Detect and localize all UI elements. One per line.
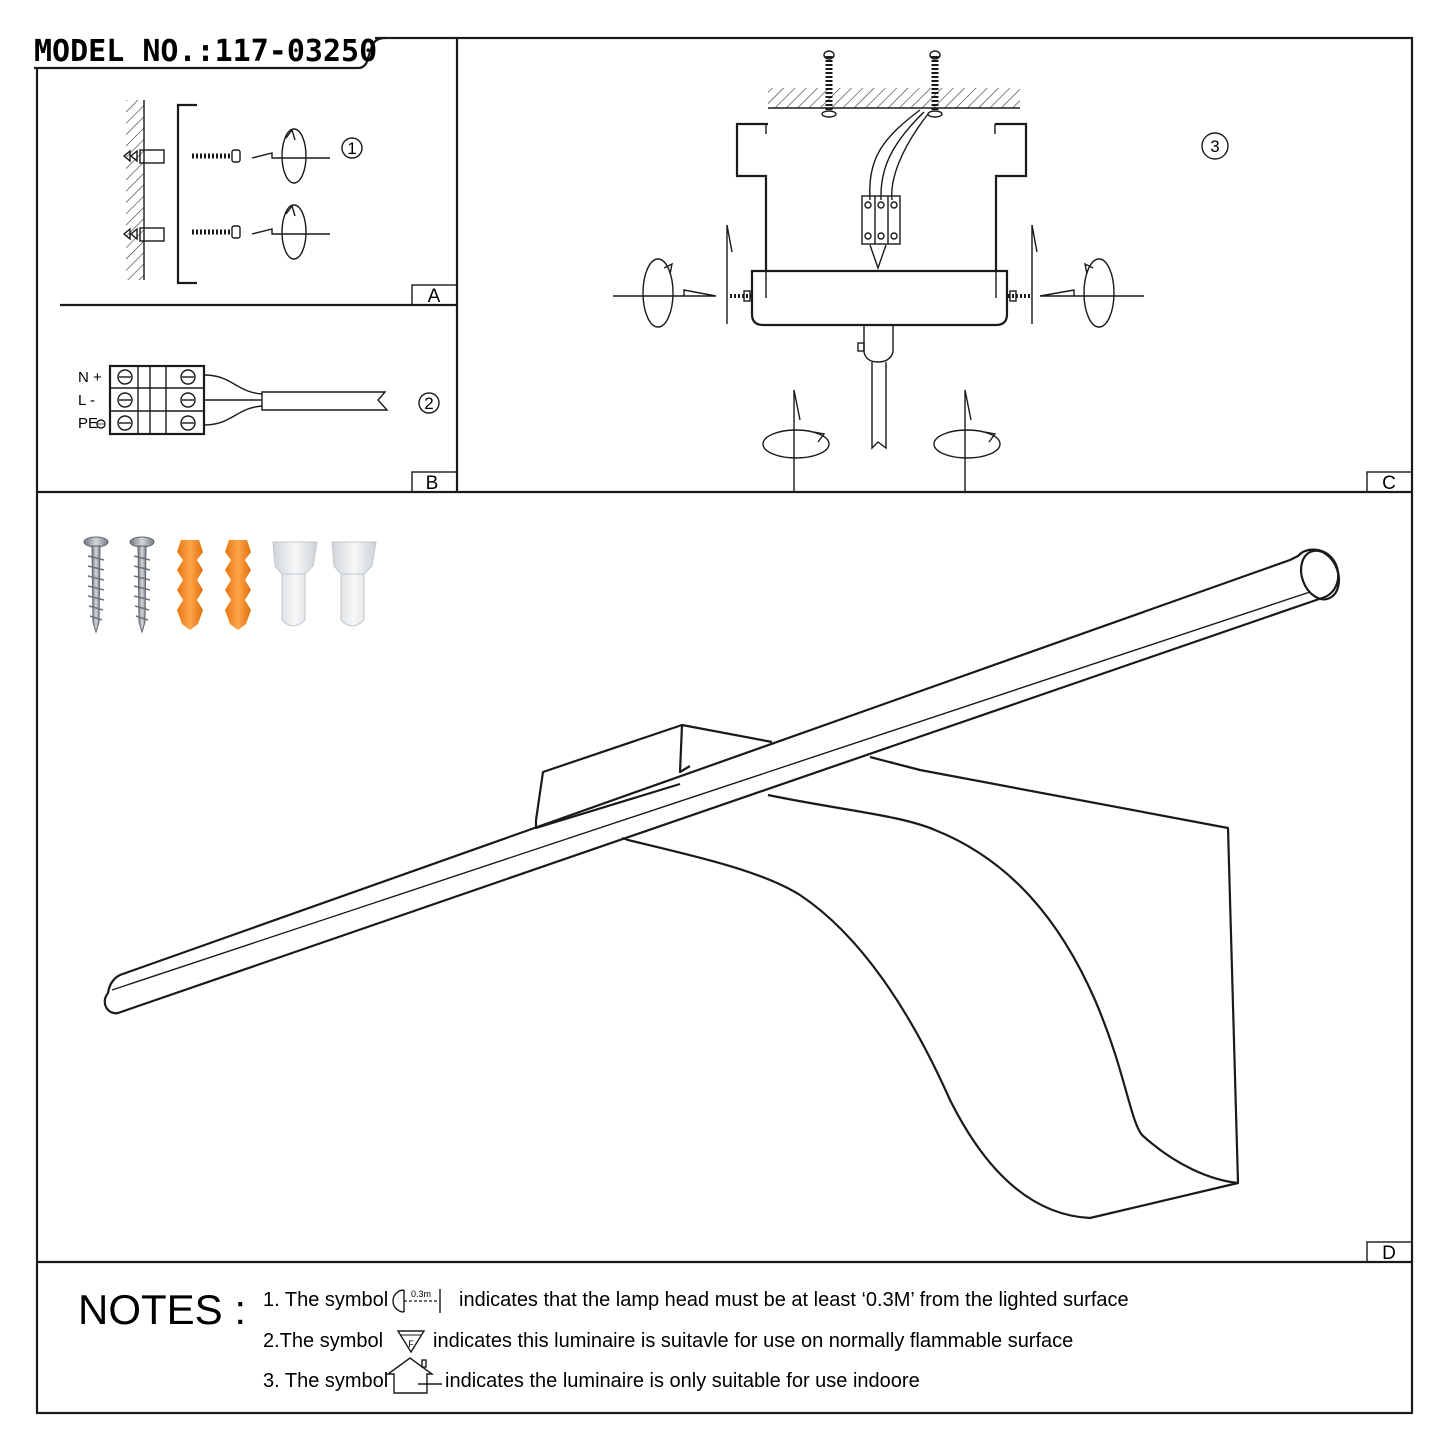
supply-wires [869, 109, 929, 271]
panel-c: 3 C [613, 50, 1413, 494]
wall-plug-1 [177, 540, 203, 630]
panel-a: 1 A [122, 100, 458, 307]
sheet-frame [35, 36, 1414, 1415]
mounting-bracket [176, 103, 197, 285]
wire-nut-2 [331, 541, 377, 627]
base-plate [750, 269, 1009, 327]
arrow-up-right-icon [1031, 224, 1038, 324]
rotate-arrow-bottom-left-icon [762, 389, 830, 492]
panel-d-label: D [1382, 1243, 1396, 1264]
rotate-arrow-left-icon [613, 258, 717, 328]
note-3-text: indicates the luminaire is only suitable… [445, 1370, 920, 1392]
step-3-badge [1201, 132, 1229, 160]
screw-lower [192, 225, 241, 239]
note-1-text: indicates that the lamp head must be at … [459, 1289, 1129, 1311]
panel-a-label: A [428, 286, 441, 307]
indoor-house-icon [385, 1357, 442, 1394]
rotate-arrow-lower-icon [251, 204, 330, 260]
step-1-number: 1 [347, 139, 356, 158]
step-3-number: 3 [1210, 137, 1219, 156]
terminal-screw-icon [117, 369, 196, 431]
wood-screw-1 [83, 536, 109, 634]
ceiling-hatch [768, 88, 1020, 108]
ceiling-screw-right [927, 50, 943, 118]
note-1-prefix: 1. The symbol [263, 1289, 388, 1311]
ceiling-screw-left [821, 50, 837, 118]
terminal-label-n: N + [78, 369, 102, 386]
terminal-label-pe: PE [78, 415, 98, 432]
side-screw-right [1008, 290, 1030, 302]
note-2-text: indicates this luminaire is suitavle for… [433, 1330, 1073, 1352]
lamp-arm-stub [857, 325, 894, 450]
step-1-badge [341, 137, 363, 159]
hardware-kit [83, 536, 377, 634]
flammable-symbol-label: F [408, 1339, 414, 1349]
terminal-block [108, 364, 206, 436]
canopy-outline [735, 122, 1028, 272]
wire-nut-1 [272, 541, 318, 627]
terminal-label-l: L - [78, 392, 95, 409]
wire-connector-block [861, 195, 901, 245]
earth-symbol-icon [96, 419, 106, 429]
model-number: MODEL NO.:117-03250 [34, 34, 377, 69]
wall-plug-2 [225, 540, 251, 630]
lamp-illustration [103, 548, 1341, 1220]
arrow-up-left-icon [726, 224, 733, 324]
distance-symbol-icon: 0.3m [392, 1289, 441, 1313]
light-bar-highlight [111, 591, 1311, 991]
lamp-mount-top [534, 723, 773, 821]
lamp-arm-inner-edge [767, 793, 1239, 1185]
wall-anchor-lower [122, 227, 165, 242]
side-screw-left [730, 290, 752, 302]
power-cable [203, 374, 389, 426]
rotate-arrow-upper-icon [251, 128, 330, 184]
wall-hatch [126, 100, 144, 280]
model-number-tab: MODEL NO.:117-03250 [30, 30, 386, 70]
panel-b: N + L - PE [78, 364, 458, 494]
note-3-prefix: 3. The symbol [263, 1370, 388, 1392]
notes-title: NOTES : [78, 1286, 246, 1333]
flammable-surface-icon: F [396, 1330, 426, 1354]
notes-section: NOTES : 1. The symbol 0.3m indicates tha… [78, 1286, 1129, 1394]
rotate-arrow-right-icon [1039, 258, 1144, 328]
panel-b-label: B [426, 473, 439, 494]
note-2-prefix: 2.The symbol [263, 1330, 383, 1352]
wood-screw-2 [129, 536, 155, 634]
lamp-arm [621, 755, 1240, 1220]
screw-upper [192, 149, 241, 163]
distance-symbol-label: 0.3m [411, 1289, 431, 1299]
rotate-arrow-bottom-right-icon [933, 389, 1001, 492]
wall-anchor-upper [122, 149, 165, 164]
light-bar-end-cap [1299, 549, 1341, 601]
panel-d: D [83, 536, 1413, 1264]
step-2-badge [418, 392, 440, 414]
step-2-number: 2 [424, 394, 433, 413]
panel-c-label: C [1382, 473, 1396, 494]
